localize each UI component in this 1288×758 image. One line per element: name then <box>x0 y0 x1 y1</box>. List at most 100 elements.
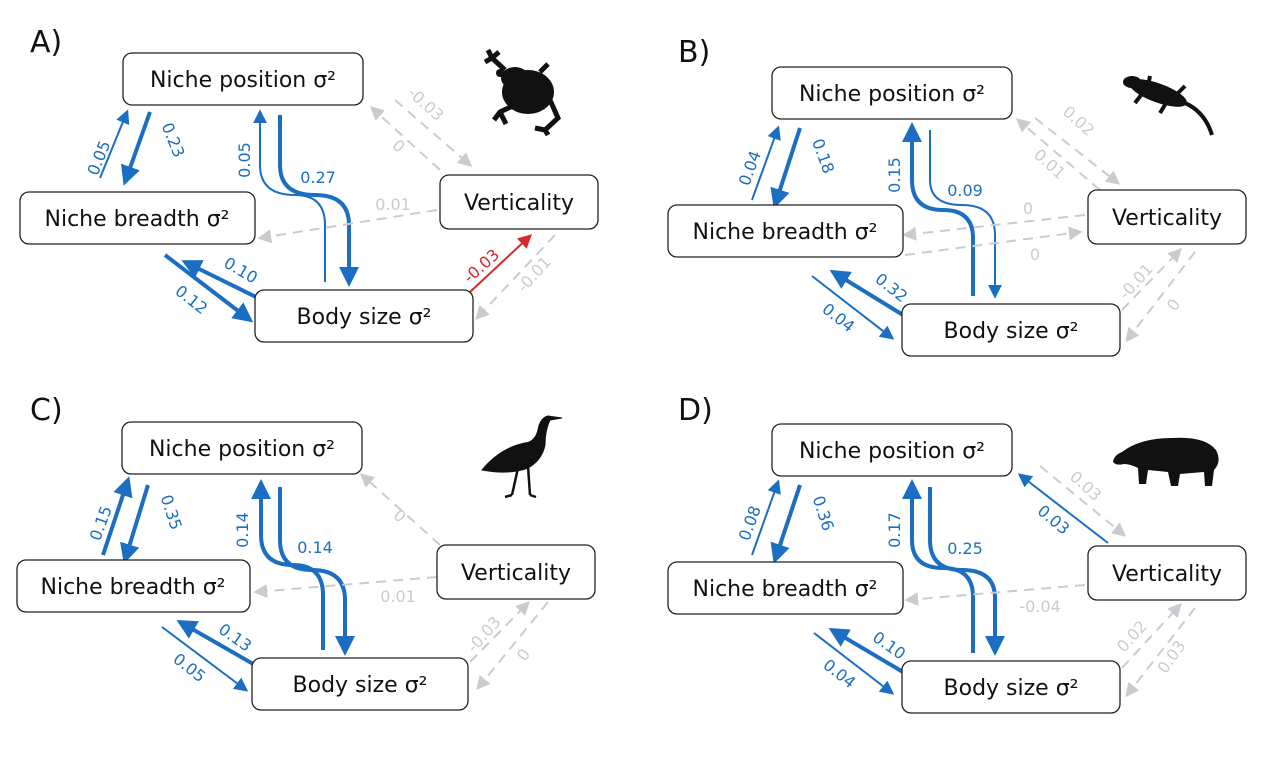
node-niche-breadth: Niche breadth σ² <box>19 191 256 245</box>
coef-np-to-bs: 0.14 <box>297 538 333 557</box>
arrow-bs-to-nb <box>176 620 256 667</box>
arrow-bs-to-nb <box>181 260 259 300</box>
arrow-v-to-np <box>369 106 441 171</box>
node-body-size: Body size σ² <box>254 289 474 343</box>
coef-np-to-v: 0 <box>389 135 409 156</box>
arrow-np-to-v <box>1039 465 1127 537</box>
arrow-bs-to-np <box>902 122 975 296</box>
node-label: Niche breadth σ² <box>45 207 230 232</box>
node-label: Body size σ² <box>944 319 1079 344</box>
node-niche-breadth: Niche breadth σ² <box>667 561 904 615</box>
arrows <box>751 117 1196 343</box>
coef-v-to-np: 0 <box>390 505 410 526</box>
arrow-np-to-nb <box>770 484 802 564</box>
node-body-size: Body size σ² <box>251 657 469 711</box>
node-label: Verticality <box>1112 562 1222 587</box>
arrow-v-to-bs <box>475 234 556 321</box>
coef-nb-to-bs: 0.05 <box>170 649 210 686</box>
arrow-bs-to-v <box>469 234 533 293</box>
coef-v-to-np: 0.02 <box>1059 102 1098 140</box>
coef-nb-to-np: 0.04 <box>735 148 765 188</box>
coef-v-to-nb: 0.01 <box>375 195 411 214</box>
arrow-nb-to-v <box>904 226 1083 256</box>
arrow-nb-to-np <box>751 479 781 556</box>
coef-np-to-nb: 0.35 <box>157 492 186 532</box>
node-label: Body size σ² <box>944 676 1079 701</box>
node-label: Niche position σ² <box>150 68 336 93</box>
arrow-bs-to-v <box>1121 602 1182 669</box>
panel-a: A) Niche position σ² <box>19 25 599 343</box>
arrow-nb-to-np <box>101 476 133 556</box>
node-label: Niche breadth σ² <box>693 577 878 602</box>
arrow-bs-to-nb <box>828 627 905 674</box>
coef-np-to-nb: 0.23 <box>158 120 189 160</box>
arrows <box>101 473 549 692</box>
coef-v-to-nb: 0.01 <box>380 587 416 606</box>
coef-v-to-nb: 0 <box>1023 199 1033 218</box>
frog-icon <box>483 48 562 137</box>
coef-v-to-bs: 0 <box>1163 295 1184 314</box>
arrow-v-to-np <box>359 473 441 546</box>
node-label: Verticality <box>464 191 574 216</box>
coef-v-to-bs: 0.03 <box>1153 637 1189 677</box>
panel-d: D) Niche position σ² Niche breadth σ² Ve… <box>667 393 1247 714</box>
panel-label: C) <box>30 393 63 428</box>
node-body-size: Body size σ² <box>901 303 1121 357</box>
arrow-np-to-nb <box>120 484 150 564</box>
node-niche-position: Niche position σ² <box>122 52 364 106</box>
arrow-v-to-nb <box>902 214 1086 241</box>
coef-nb-to-np: 0.05 <box>83 138 114 178</box>
coef-np-to-nb: 0.36 <box>809 493 838 533</box>
node-body-size: Body size σ² <box>901 660 1121 714</box>
node-label: Body size σ² <box>297 305 432 330</box>
node-label: Verticality <box>1112 206 1222 231</box>
arrow-v-to-np <box>1015 118 1101 191</box>
node-niche-breadth: Niche breadth σ² <box>667 204 904 258</box>
node-niche-position: Niche position σ² <box>771 423 1013 477</box>
panel-c: C) Niche position σ² Niche breadth σ² Ve… <box>16 393 596 711</box>
arrow-v-to-nb <box>257 209 438 244</box>
node-verticality: Verticality <box>1087 189 1247 245</box>
coef-np-to-bs: 0.27 <box>300 168 336 187</box>
coef-nb-to-np: 0.08 <box>735 503 765 543</box>
coef-np-to-bs: 0.09 <box>947 181 983 200</box>
arrow-np-to-bs <box>929 130 1002 299</box>
arrow-np-to-nb <box>770 127 802 209</box>
panel-label: B) <box>678 35 710 70</box>
arrow-np-to-bs <box>928 487 1005 656</box>
node-verticality: Verticality <box>1087 545 1247 601</box>
node-verticality: Verticality <box>439 174 599 230</box>
arrow-nb-to-np <box>751 125 781 201</box>
coef-v-to-nb: -0.04 <box>1019 597 1060 616</box>
arrow-bs-to-v <box>1121 247 1182 311</box>
node-label: Verticality <box>461 561 571 586</box>
coef-v-to-bs: 0 <box>513 645 534 664</box>
node-label: Niche position σ² <box>799 439 985 464</box>
arrow-v-to-nb <box>904 584 1086 607</box>
arrow-v-to-bs <box>476 601 549 691</box>
panel-b: B) Niche position σ² Niche breadth σ² Ve <box>667 35 1247 357</box>
arrow-nb-to-bs <box>163 253 254 323</box>
coef-nb-to-bs: 0.04 <box>819 299 859 336</box>
arrow-np-to-bs <box>278 487 355 656</box>
arrow-np-to-nb <box>120 111 152 186</box>
arrows <box>99 99 556 323</box>
arrow-nb-to-bs <box>161 626 249 692</box>
arrows <box>751 465 1196 698</box>
node-label: Body size σ² <box>293 673 428 698</box>
node-label: Niche breadth σ² <box>41 575 226 600</box>
arrow-v-to-bs <box>1125 251 1196 343</box>
panel-label: D) <box>678 393 713 428</box>
coef-np-to-bs: 0.25 <box>947 539 983 558</box>
coef-nb-to-v: 0 <box>1030 245 1040 264</box>
node-niche-position: Niche position σ² <box>121 421 363 475</box>
tapir-icon <box>1113 437 1219 486</box>
arrow-bs-to-np <box>253 109 326 282</box>
coef-bs-to-np: 0.15 <box>885 157 904 193</box>
arrow-v-to-np <box>1017 473 1109 544</box>
coef-bs-to-nb: 0.13 <box>215 619 255 655</box>
coef-nb-to-bs: 0.04 <box>820 655 860 692</box>
arrow-nb-to-bs <box>811 275 895 340</box>
coef-bs-to-np: 0.05 <box>235 142 254 178</box>
